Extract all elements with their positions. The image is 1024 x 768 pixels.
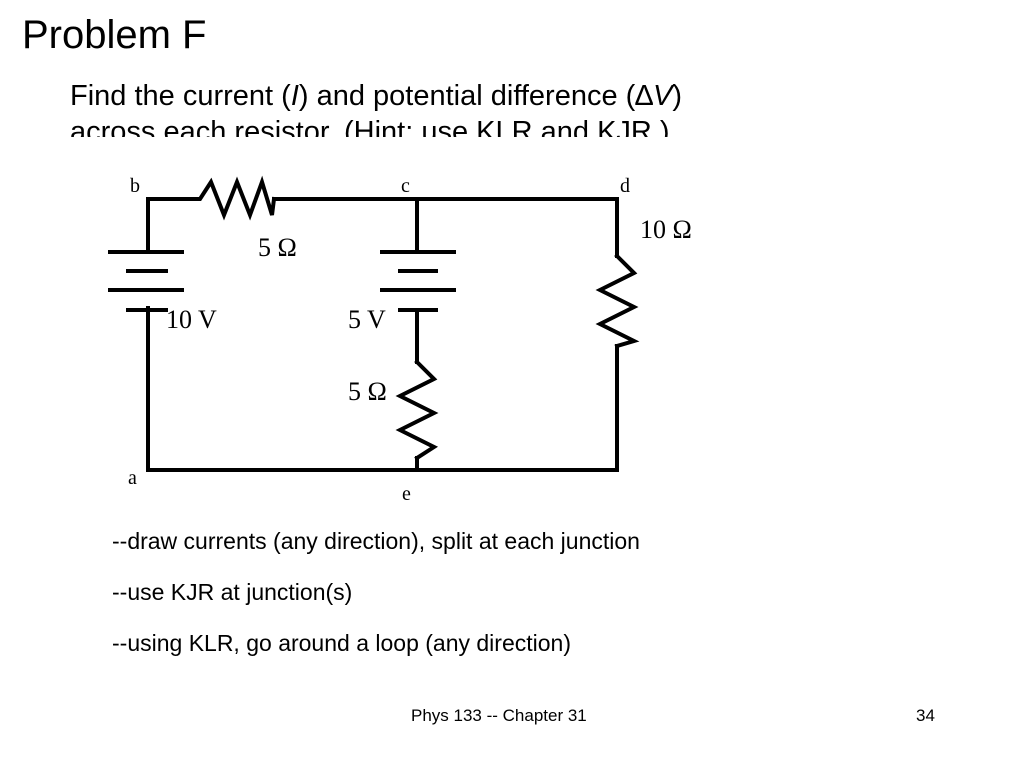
step-item: --using KLR, go around a loop (any direc…	[112, 630, 571, 656]
voltage-symbol: V	[653, 80, 673, 112]
prompt-text: Find the current (	[70, 80, 291, 112]
prompt-line-1: Find the current (I) and potential diffe…	[70, 78, 830, 114]
label-top-resistor: 5 Ω	[258, 233, 297, 262]
solution-steps: --draw currents (any direction), split a…	[112, 523, 640, 676]
slide-title: Problem F	[22, 13, 207, 57]
wire-top-cd	[415, 197, 619, 258]
problem-prompt: Find the current (I) and potential diffe…	[70, 78, 830, 137]
node-label-d: d	[620, 175, 630, 197]
prompt-text: )	[672, 80, 683, 112]
node-label-c: c	[401, 175, 410, 197]
step-item: --draw currents (any direction), split a…	[112, 528, 640, 554]
prompt-line-2: across each resistor. (Hint: use KLR and…	[70, 116, 670, 137]
page-number: 34	[916, 706, 935, 725]
resistor-right-zigzag	[595, 253, 640, 349]
wire-left-upper	[146, 197, 182, 252]
node-label-e: e	[402, 483, 411, 505]
node-label-a: a	[128, 467, 137, 489]
label-middle-battery: 5 V	[348, 305, 386, 334]
node-label-b: b	[130, 175, 140, 197]
label-left-battery: 10 V	[166, 305, 217, 334]
label-middle-resistor: 5 Ω	[348, 377, 387, 406]
footer-course: Phys 133 -- Chapter 31	[411, 706, 587, 725]
current-symbol: I	[290, 80, 299, 112]
delta-symbol: ∆	[635, 80, 654, 112]
prompt-text: ) and potential difference (	[298, 80, 636, 112]
label-right-resistor: 10 Ω	[640, 215, 692, 244]
step-item: --use KJR at junction(s)	[112, 579, 353, 605]
resistor-top-zigzag	[178, 175, 277, 221]
resistor-middle-zigzag	[395, 359, 439, 461]
